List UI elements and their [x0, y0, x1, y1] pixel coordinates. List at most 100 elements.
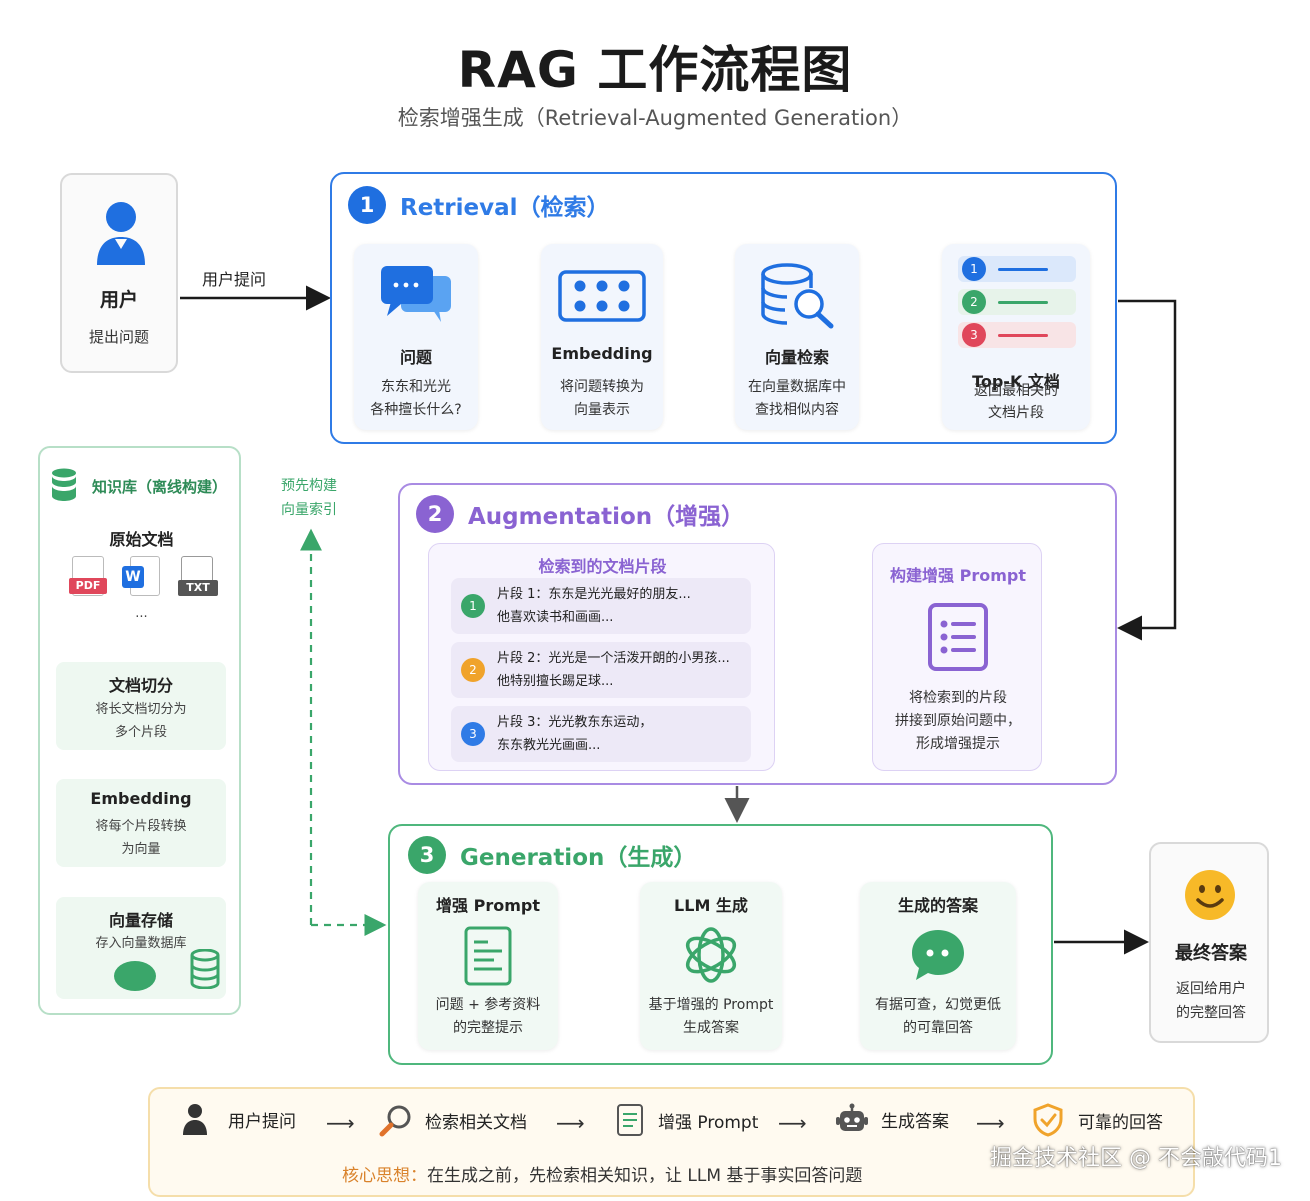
database-search-icon — [761, 263, 834, 329]
prompt-document-icon — [464, 926, 512, 986]
llm-knot-icon — [685, 927, 737, 983]
final-answer-desc: 的完整回答 — [1176, 1005, 1246, 1021]
answer-chat-icon — [912, 930, 964, 980]
fragments-title: 检索到的文档片段 — [538, 557, 667, 576]
fragment-item: 3 片段 3：光光教东东运动， 东东教光光画画... — [451, 706, 751, 762]
fragment-number: 1 — [461, 594, 485, 618]
augmentation-title: Augmentation（增强） — [468, 504, 745, 530]
generation-section: 3 Generation（生成） 增强 Prompt 问题 + 参考资料 的完整… — [388, 824, 1053, 1065]
build-prompt-title: 构建增强 Prompt — [890, 566, 1026, 585]
summary-arrow-icon: ⟶ — [778, 1111, 807, 1135]
generation-card-desc: 基于增强的 Prompt — [648, 997, 774, 1013]
retrieval-card-title: 向量检索 — [764, 348, 829, 367]
fragment-text: 片段 2：光光是一个活泼开朗的小男孩... — [497, 651, 730, 666]
retrieval-card-title: Embedding — [551, 344, 653, 363]
fragment-text: 他喜欢读书和画画... — [497, 610, 614, 625]
build-prompt-desc: 形成增强提示 — [916, 736, 1000, 752]
kb-step-title: 向量存储 — [108, 911, 173, 930]
robot-icon — [836, 1103, 868, 1131]
kb-step-embedding: Embedding 将每个片段转换 为向量 — [56, 779, 226, 867]
summary-arrow-icon: ⟶ — [976, 1111, 1005, 1135]
topk-rank: 1 — [962, 257, 986, 281]
generation-card-desc: 生成答案 — [683, 1020, 739, 1036]
user-box: 用户 提出问题 — [60, 173, 178, 373]
raw-docs-title: 原始文档 — [109, 530, 174, 549]
summary-step-label: 增强 Prompt — [658, 1112, 759, 1133]
fragment-text: 东东教光光画画... — [497, 738, 601, 753]
topk-item: 1 — [958, 256, 1076, 282]
generation-card-prompt: 增强 Prompt 问题 + 参考资料 的完整提示 — [418, 882, 558, 1050]
kb-step-desc: 存入向量数据库 — [95, 936, 187, 951]
watermark: 掘金技术社区 @ 不会敲代码1 — [990, 1146, 1282, 1171]
user-icon — [97, 202, 145, 265]
retrieval-title: Retrieval（检索） — [400, 195, 610, 221]
kb-step-desc: 为向量 — [121, 842, 161, 857]
build-prompt-desc: 拼接到原始问题中， — [895, 713, 1021, 729]
summary-arrow-icon: ⟶ — [326, 1111, 355, 1135]
kb-step-desc: 将每个片段转换 — [95, 819, 187, 834]
word-file-icon: W — [122, 556, 162, 602]
page-subtitle: 检索增强生成（Retrieval-Augmented Generation） — [397, 106, 913, 130]
smiley-icon — [1185, 870, 1235, 920]
core-idea: 核心思想：在生成之前，先检索相关知识，让 LLM 基于事实回答问题 — [342, 1161, 862, 1186]
build-prompt-card: 构建增强 Prompt 将检索到的片段 拼接到原始问题中， 形成增强提示 — [872, 543, 1042, 771]
page-title: RAG 工作流程图 — [457, 41, 853, 99]
retrieval-card-title: Top-K 文档 — [972, 372, 1060, 391]
augmentation-section: 2 Augmentation（增强） 检索到的文档片段 1 片段 1：东东是光光… — [398, 483, 1117, 785]
database-icon — [52, 468, 76, 501]
summary-step-label: 检索相关文档 — [425, 1112, 527, 1133]
retrieval-to-augmentation-arrow — [1117, 299, 1177, 641]
augmentation-number: 2 — [416, 495, 454, 533]
knowledge-base-title: 知识库（离线构建） — [92, 478, 228, 496]
generation-card-answer: 生成的答案 有据可查，幻觉更低 的可靠回答 — [860, 882, 1016, 1050]
generation-header: 3 Generation（生成） — [408, 836, 696, 874]
kb-step-desc: 将长文档切分为 — [95, 702, 187, 717]
user-sub: 提出问题 — [88, 328, 149, 346]
retrieval-section: 1 Retrieval（检索） 问题 东东和光光 各种擅长什么? Embeddi… — [330, 172, 1117, 444]
fragment-number: 3 — [461, 722, 485, 746]
knowledge-base-panel: 知识库（离线构建） 原始文档 PDF W TXT ... 文档切分 将长文档切分… — [38, 446, 241, 1015]
document-list-icon — [928, 603, 988, 671]
vector-grid-icon — [558, 270, 646, 322]
retrieved-fragments-card: 检索到的文档片段 1 片段 1：东东是光光最好的朋友... 他喜欢读书和画画..… — [428, 543, 775, 771]
generation-card-llm: LLM 生成 基于增强的 Prompt 生成答案 — [640, 882, 782, 1050]
pdf-file-icon: PDF — [69, 556, 107, 602]
retrieval-header: 1 Retrieval（检索） — [348, 186, 610, 224]
retrieval-card-desc: 东东和光光 — [381, 379, 451, 395]
summary-step-reliable: 可靠的回答 — [1032, 1103, 1163, 1137]
search-icon — [379, 1105, 411, 1137]
user-label: 用户 — [99, 289, 138, 311]
retrieval-card-desc: 向量表示 — [574, 402, 630, 418]
vector-cloud-icon — [114, 961, 156, 991]
fragment-number: 2 — [461, 658, 485, 682]
docs-ellipsis: ... — [135, 606, 148, 621]
topk-rank: 2 — [962, 290, 986, 314]
retrieval-card-desc: 在向量数据库中 — [748, 379, 846, 395]
topk-item: 3 — [958, 322, 1076, 348]
topk-item: 2 — [958, 289, 1076, 315]
retrieval-card-embedding: Embedding 将问题转换为 向量表示 — [541, 244, 663, 430]
user-icon — [183, 1104, 207, 1135]
summary-step-retrieve: 检索相关文档 — [379, 1103, 527, 1137]
topk-list: 1 2 3 — [958, 256, 1076, 356]
summary-step-augment: 增强 Prompt — [616, 1103, 758, 1137]
fragment-item: 2 片段 2：光光是一个活泼开朗的小男孩... 他特别擅长踢足球... — [451, 642, 751, 698]
core-idea-label: 核心思想： — [342, 1166, 427, 1186]
retrieval-card-desc: 各种擅长什么? — [370, 402, 462, 418]
final-answer-box: 最终答案 返回给用户 的完整回答 — [1149, 842, 1269, 1043]
generation-title: Generation（生成） — [460, 845, 697, 871]
generation-card-desc: 有据可查，幻觉更低 — [875, 997, 1001, 1013]
generation-card-title: 增强 Prompt — [436, 896, 540, 915]
txt-file-icon: TXT — [178, 556, 218, 602]
summary-step-label: 可靠的回答 — [1078, 1112, 1163, 1133]
retrieval-card-desc: 文档片段 — [988, 405, 1044, 421]
topk-rank: 3 — [962, 323, 986, 347]
user-edge-label: 用户提问 — [202, 270, 267, 289]
retrieval-card-question: 问题 东东和光光 各种擅长什么? — [354, 244, 478, 430]
kb-step-desc: 多个片段 — [114, 725, 167, 740]
kb-step-title: 文档切分 — [108, 676, 173, 695]
chat-bubbles-icon — [381, 266, 451, 322]
generation-card-title: LLM 生成 — [674, 896, 748, 915]
summary-step-label: 生成答案 — [881, 1111, 949, 1132]
retrieval-number: 1 — [348, 186, 386, 224]
